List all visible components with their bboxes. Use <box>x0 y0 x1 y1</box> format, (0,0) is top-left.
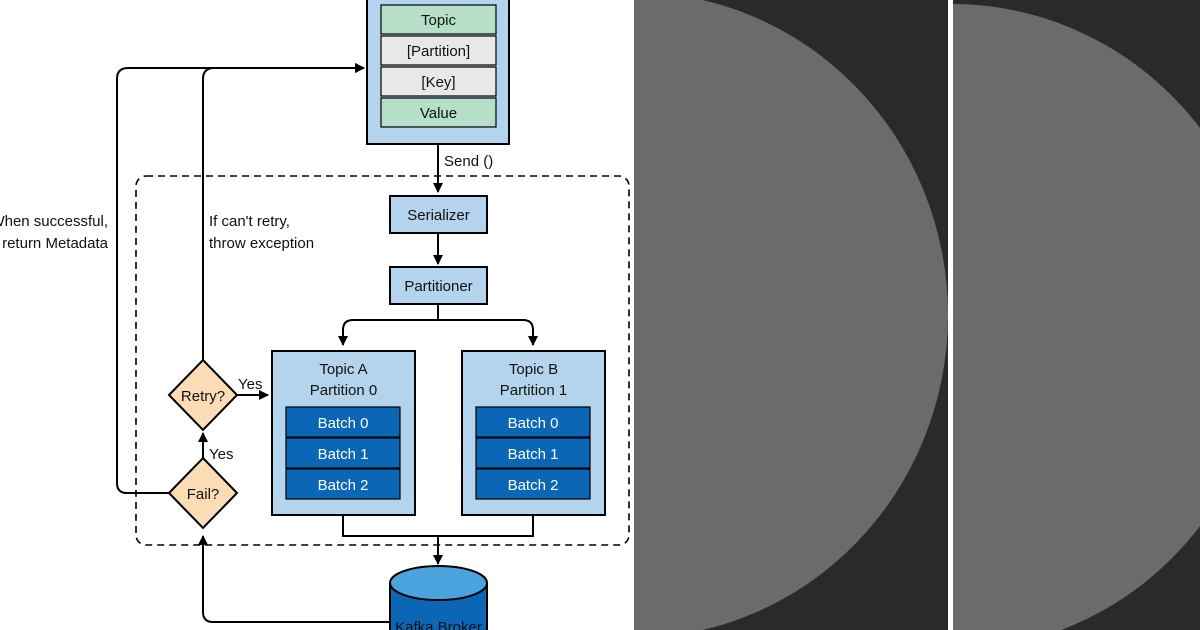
batch-b-2 <box>475 468 591 500</box>
partition-b-title-2: Partition 1 <box>500 382 568 399</box>
batch-b-0-label: Batch 0 <box>508 415 559 432</box>
fail-label: Fail? <box>187 486 220 503</box>
serializer-label: Serializer <box>407 207 470 224</box>
batch-b-1 <box>475 437 591 469</box>
partitioner-branch-right <box>438 319 538 346</box>
batch-a-1-label: Batch 1 <box>318 446 369 463</box>
fail-yes-label: Yes <box>209 446 233 463</box>
noretry-label-2: throw exception <box>209 235 314 252</box>
fail-decision <box>167 456 239 530</box>
partitioner-box <box>389 266 488 305</box>
send-label: Send () <box>444 153 493 170</box>
partition-b: Topic B Partition 1 Batch 0 Batch 1 Batc… <box>461 350 606 516</box>
partition-a-title-1: Topic A <box>319 361 367 378</box>
partitioner-label: Partitioner <box>404 278 472 295</box>
batch-a-0 <box>285 406 401 438</box>
record-field-partition <box>380 35 497 66</box>
broker-label: Kafka Broker <box>395 619 482 630</box>
partition-a: Topic A Partition 0 Batch 0 Batch 1 Batc… <box>271 350 416 516</box>
serializer-box <box>389 195 488 234</box>
record-field-partition-label: [Partition] <box>407 43 470 60</box>
success-return-arrow <box>116 63 365 494</box>
batch-a-0-label: Batch 0 <box>318 415 369 432</box>
partition-b-title-1: Topic B <box>509 361 558 378</box>
success-label-2: return Metadata <box>2 235 109 252</box>
batch-a-1 <box>285 437 401 469</box>
broker-response-arrow <box>198 535 390 623</box>
retry-label: Retry? <box>181 388 225 405</box>
batch-a-2-label: Batch 2 <box>318 477 369 494</box>
grey-half-circle-left <box>634 0 948 630</box>
decorative-panels <box>634 0 1200 630</box>
noretry-label-1: If can't retry, <box>209 213 290 230</box>
record-field-key <box>380 66 497 97</box>
partition-a-title-2: Partition 0 <box>310 382 378 399</box>
batch-b-0 <box>475 406 591 438</box>
batch-b-2-label: Batch 2 <box>508 477 559 494</box>
producer-boundary <box>135 175 630 546</box>
kafka-broker: Kafka Broker <box>389 565 488 630</box>
batch-b-1-label: Batch 1 <box>508 446 559 463</box>
producer-flow-diagram: Topic [Partition] [Key] Value Send () Se… <box>0 0 630 630</box>
record-field-topic-label: Topic <box>421 12 457 29</box>
dark-panel-right <box>953 0 1200 630</box>
partitions-to-broker-arrow <box>342 515 534 564</box>
record-field-value-label: Value <box>420 105 457 122</box>
retry-decision <box>167 358 239 432</box>
success-label-1: When successful, <box>0 213 108 230</box>
grey-half-circle-right <box>953 4 1200 630</box>
retry-yes-label: Yes <box>238 376 262 393</box>
producer-record: Topic [Partition] [Key] Value <box>366 0 510 145</box>
record-field-topic <box>380 4 497 35</box>
partitioner-branch-arrows <box>338 304 439 346</box>
dark-panel-left <box>634 0 948 630</box>
record-field-value <box>380 97 497 128</box>
record-field-key-label: [Key] <box>421 74 455 91</box>
batch-a-2 <box>285 468 401 500</box>
